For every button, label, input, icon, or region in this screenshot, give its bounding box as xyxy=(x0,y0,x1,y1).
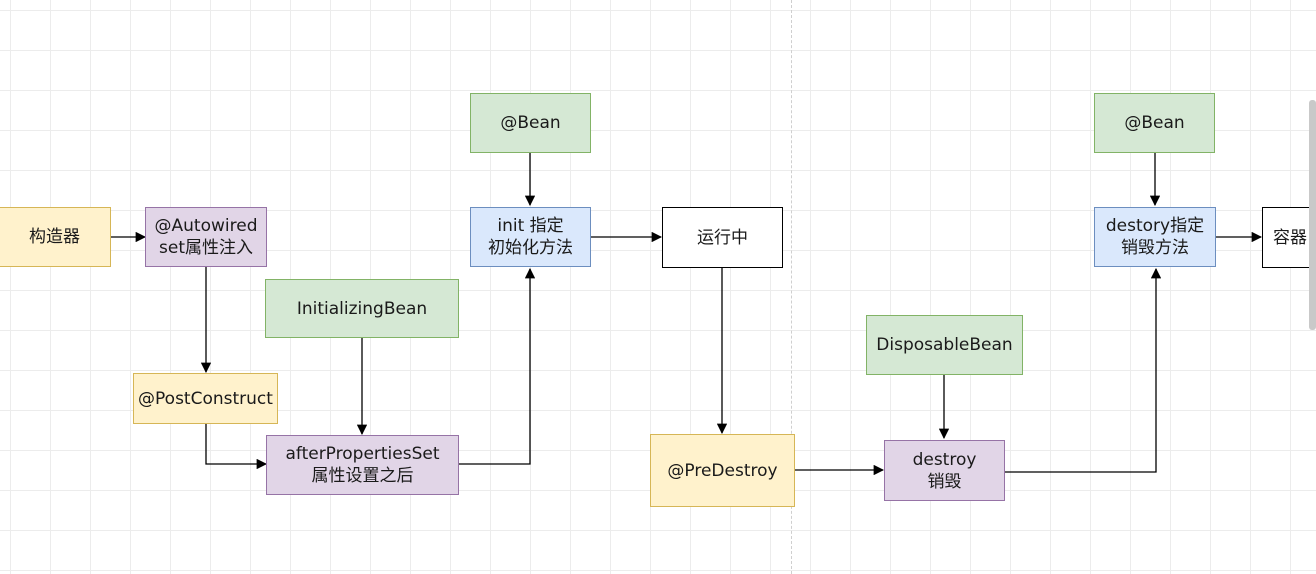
node-disposable-bean[interactable]: DisposableBean xyxy=(866,315,1023,375)
node-autowired-label-2: set属性注入 xyxy=(159,238,253,258)
node-after-properties-set-label-2: 属性设置之后 xyxy=(311,466,414,486)
node-running[interactable]: 运行中 xyxy=(662,207,783,268)
edge-postconstruct-to-afterproperties xyxy=(205,424,268,470)
node-pre-destroy[interactable]: @PreDestroy xyxy=(650,434,795,507)
node-destroy-label-1: destroy xyxy=(912,449,977,470)
node-destroy-method-label-2: 销毁方法 xyxy=(1121,238,1189,258)
node-container[interactable]: 容器 xyxy=(1262,207,1316,268)
node-constructor-label: 构造器 xyxy=(29,227,80,247)
node-post-construct-label: @PostConstruct xyxy=(138,388,273,409)
node-destroy-method[interactable]: destory指定 销毁方法 xyxy=(1094,207,1216,267)
node-bean-destroy-label: @Bean xyxy=(1124,113,1185,133)
node-init-method-label-2: 初始化方法 xyxy=(488,238,573,258)
node-disposable-bean-label: DisposableBean xyxy=(876,335,1013,355)
node-autowired[interactable]: @Autowired set属性注入 xyxy=(145,207,267,267)
node-bean-init-label: @Bean xyxy=(500,113,561,133)
node-destroy[interactable]: destroy 销毁 xyxy=(884,440,1005,501)
node-autowired-label-1: @Autowired xyxy=(154,216,258,236)
node-post-construct[interactable]: @PostConstruct xyxy=(133,373,278,424)
vertical-scrollbar[interactable] xyxy=(1309,100,1316,330)
edge-afterproperties-to-init xyxy=(458,267,536,465)
edge-destroy-to-destroymethod xyxy=(1005,267,1162,473)
node-after-properties-set[interactable]: afterPropertiesSet 属性设置之后 xyxy=(266,435,459,495)
node-destroy-label-2: 销毁 xyxy=(927,471,962,492)
node-init-method[interactable]: init 指定 初始化方法 xyxy=(470,207,591,267)
node-constructor[interactable]: 构造器 xyxy=(0,207,111,267)
node-initializing-bean[interactable]: InitializingBean xyxy=(265,279,459,338)
page-divider xyxy=(791,0,792,574)
node-after-properties-set-label-1: afterPropertiesSet xyxy=(285,444,440,464)
node-init-method-label-1: init 指定 xyxy=(497,216,564,236)
node-bean-init[interactable]: @Bean xyxy=(470,93,591,153)
node-container-label: 容器 xyxy=(1273,227,1307,248)
node-running-label: 运行中 xyxy=(697,227,748,248)
node-bean-destroy[interactable]: @Bean xyxy=(1094,93,1215,153)
node-initializing-bean-label: InitializingBean xyxy=(296,298,428,319)
node-pre-destroy-label: @PreDestroy xyxy=(667,460,778,481)
node-destroy-method-label-1: destory指定 xyxy=(1105,216,1205,236)
